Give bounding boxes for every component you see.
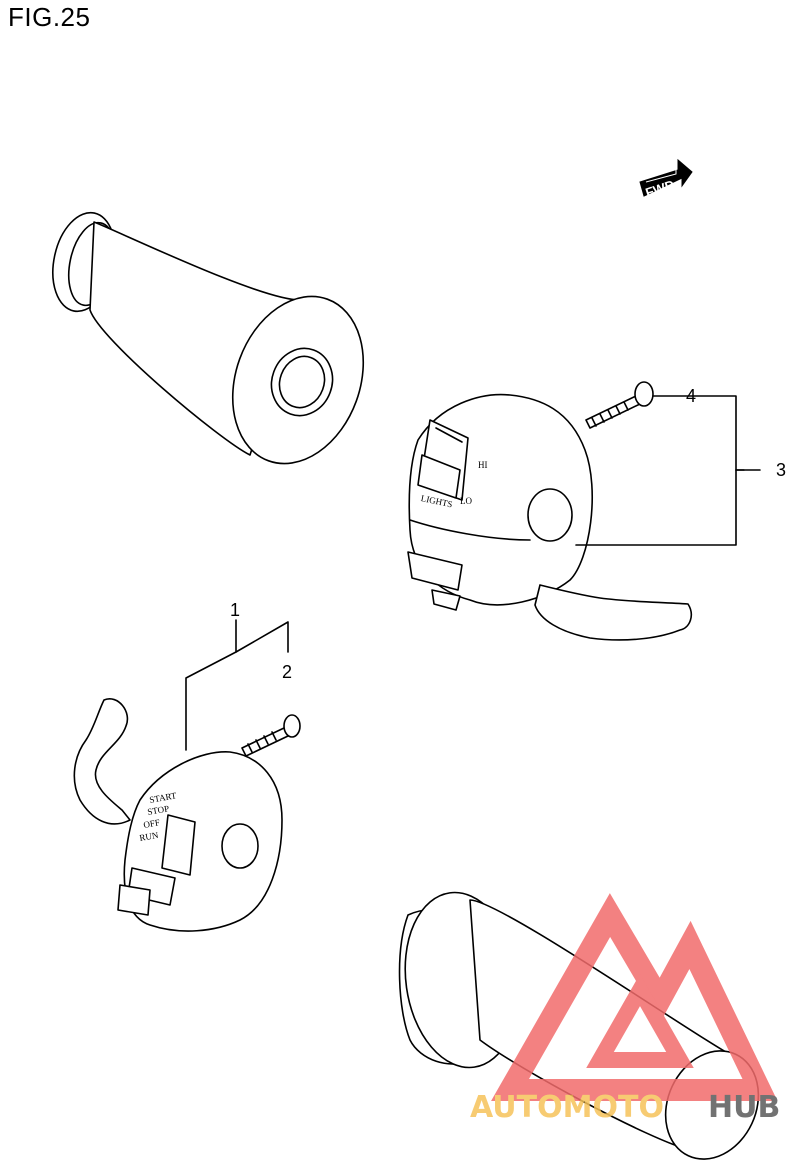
off-label: OFF [143,817,161,830]
watermark-text-automoto: AUTOMOTO [470,1090,664,1125]
figure-title: FIG.25 [8,2,91,32]
triangle-logo-icon [491,893,778,1101]
callout-4: 4 [686,386,696,406]
watermark: AUTOMOTO HUB [470,893,780,1125]
callout-3: 3 [776,460,786,480]
callout-1: 1 [230,600,240,620]
screw-4 [585,381,654,429]
handlebar-switch-left: START STOP OFF RUN [73,698,283,932]
forward-arrow-icon: FWD [639,158,693,200]
screw-2 [241,714,301,757]
start-label: START [149,790,178,805]
run-label: RUN [139,830,160,843]
callout-2: 2 [282,662,292,682]
hi-label: HI [478,460,488,470]
handlebar-grip-left [52,211,365,465]
stop-label: STOP [147,803,170,817]
watermark-text-hub: HUB [708,1090,780,1125]
leader-lines [185,395,761,751]
handlebar-switch-right: HI LO LIGHTS [407,393,692,641]
lo-label: LO [460,496,472,506]
